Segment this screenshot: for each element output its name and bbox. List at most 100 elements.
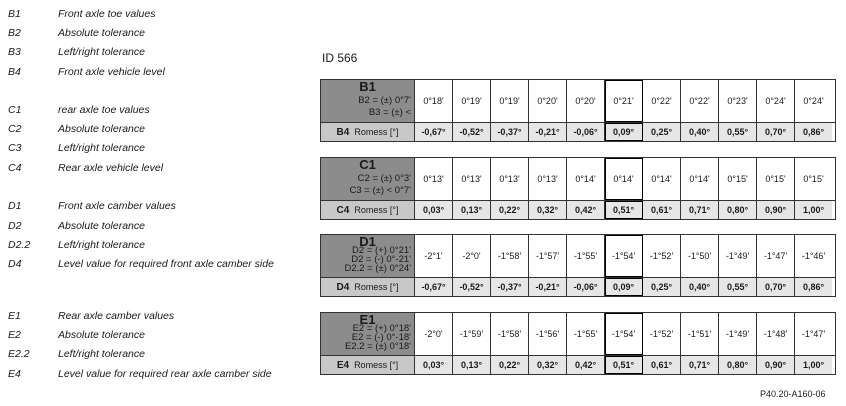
legend-text: Absolute tolerance (58, 123, 145, 135)
legend-text: Left/right tolerance (58, 348, 145, 360)
value-cell: 0°15' (757, 158, 795, 200)
value-cell: 0°13' (529, 158, 567, 200)
legend-code: D2 (8, 220, 22, 232)
value-cell: 0°24' (803, 96, 824, 106)
level-cell: 0,71° (681, 356, 719, 374)
value-cell: 0°23' (719, 80, 757, 122)
tolerance-line: C3 = (±) < 0°7' (349, 185, 411, 196)
tolerance-line: B2 = (±) 0°7' (358, 95, 411, 106)
value-cell: 0°13' (491, 158, 529, 200)
level-cell: 1,00° (795, 356, 832, 374)
table-title: E1 (359, 312, 376, 327)
legend-text: Front axle vehicle level (58, 66, 165, 78)
level-code: D4 (336, 281, 350, 293)
value-cell: 0°18' (415, 80, 453, 122)
value-cell: -1°55' (567, 235, 605, 277)
level-cell: 0,70° (757, 123, 795, 141)
value-cell: -2°0' (415, 313, 453, 355)
table-title: D1 (359, 234, 376, 249)
value-cell: -2°0' (453, 235, 491, 277)
level-unit-label: Romess [°] (354, 282, 399, 292)
level-cell: 0,80° (719, 356, 757, 374)
level-cell: -0,52° (453, 123, 491, 141)
level-label-cell: D4 Romess [°] (321, 278, 415, 296)
level-cell: 0,32° (529, 356, 567, 374)
value-cell: -2°1' (415, 235, 453, 277)
legend-code: C4 (8, 162, 22, 174)
level-cell: 0,80° (719, 201, 757, 219)
legend-text: Left/right tolerance (58, 142, 145, 154)
value-cell: 0°20' (567, 80, 605, 122)
legend-text: Left/right tolerance (58, 239, 145, 251)
legend-code: D4 (8, 258, 22, 270)
legend-code: B3 (8, 46, 21, 58)
figure-reference: P40.20-A160-06 (760, 389, 826, 399)
value-cell: -1°52' (643, 235, 681, 277)
table-title: C1 (359, 157, 376, 172)
value-cell: 0°19' (453, 80, 491, 122)
level-cell: 0,13° (453, 201, 491, 219)
value-cell: 0°14' (643, 158, 681, 200)
value-cell: -1°46' (801, 251, 826, 261)
level-cell: 0,90° (757, 356, 795, 374)
level-cell: 0,03° (415, 201, 453, 219)
legend-code: D1 (8, 200, 22, 212)
value-cell: -1°50' (681, 235, 719, 277)
tolerance-line: E2 = (+) 0°18' (352, 323, 411, 334)
value-cell: -1°48' (757, 313, 795, 355)
level-unit-label: Romess [°] (354, 205, 399, 215)
legend-code: E1 (8, 310, 21, 322)
tolerance-line: E2 = (-) 0°-18' (351, 332, 411, 343)
legend-text: Rear axle vehicle level (58, 162, 164, 174)
value-cell: 0°13' (453, 158, 491, 200)
legend-text: Absolute tolerance (58, 329, 145, 341)
tolerance-line: D2 = (+) 0°21' (352, 245, 411, 256)
legend-code: B1 (8, 8, 21, 20)
value-cell: -1°55' (567, 313, 605, 355)
level-cell: 0,22° (491, 201, 529, 219)
value-cell: -1°49' (719, 313, 757, 355)
legend-text: Front axle camber values (58, 200, 176, 212)
level-cell: 0,61° (643, 201, 681, 219)
legend-text: Left/right tolerance (58, 46, 145, 58)
value-cell: -1°58' (491, 235, 529, 277)
value-cell: 0°14' (681, 158, 719, 200)
legend-code: E2.2 (8, 348, 30, 360)
value-cell: 0°15' (719, 158, 757, 200)
value-cell: 0°21' (605, 80, 643, 122)
level-code: E4 (336, 359, 350, 371)
level-cell: 0,55° (719, 123, 757, 141)
level-cell: 0,55° (719, 278, 757, 296)
value-cell: -1°54' (605, 313, 643, 355)
level-cell: 0,90° (757, 201, 795, 219)
level-label-cell: B4 Romess [°] (321, 123, 415, 141)
id-label: ID 566 (322, 51, 358, 65)
legend-text: Absolute tolerance (58, 220, 145, 232)
value-cell: 0°14' (567, 158, 605, 200)
level-cell: -0,67° (415, 278, 453, 296)
legend-code: D2.2 (8, 239, 31, 251)
legend-text: rear axle toe values (58, 104, 150, 116)
level-cell: -0,06° (567, 123, 605, 141)
level-cell: 0,25° (643, 278, 681, 296)
level-cell: -0,37° (491, 123, 529, 141)
level-unit-label: Romess [°] (354, 127, 399, 137)
level-cell: -0,67° (415, 123, 453, 141)
level-cell: 0,13° (453, 356, 491, 374)
value-cell: -1°51' (681, 313, 719, 355)
legend-text: Absolute tolerance (58, 27, 145, 39)
level-code: B4 (336, 126, 350, 138)
level-cell: 0,86° (795, 278, 832, 296)
level-cell: -0,37° (491, 278, 529, 296)
level-unit-label: Romess [°] (354, 360, 399, 370)
